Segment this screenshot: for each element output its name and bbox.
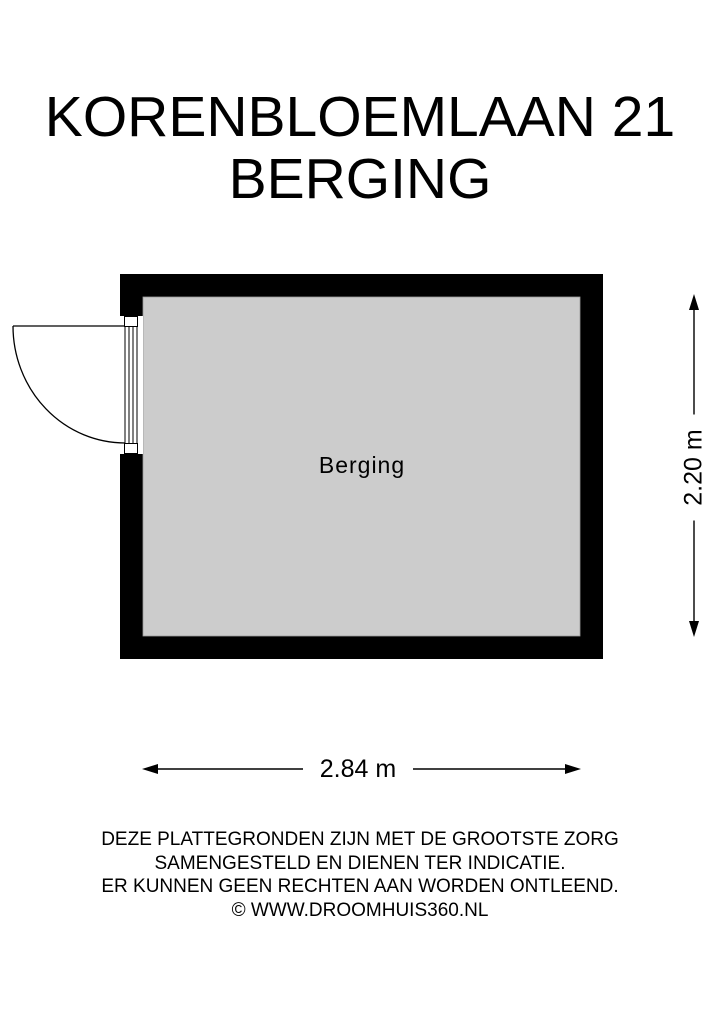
wall-right: [580, 274, 603, 659]
disclaimer-line: DEZE PLATTEGRONDEN ZIJN MET DE GROOTSTE …: [101, 829, 619, 850]
title-subtitle: BERGING: [228, 147, 492, 211]
wall-bottom: [120, 636, 603, 659]
wall-left-lower: [120, 454, 143, 659]
title-address: KORENBLOEMLAAN 21: [44, 85, 676, 149]
page-title: KORENBLOEMLAAN 21 BERGING: [0, 86, 720, 210]
room-label-berging: Berging: [318, 452, 406, 478]
wall-left-upper: [120, 274, 143, 316]
door-swing-icon: [12, 325, 126, 444]
door-opening: [120, 316, 143, 454]
room-floor-berging: [142, 296, 581, 637]
disclaimer-line: ER KUNNEN GEEN RECHTEN AAN WORDEN ONTLEE…: [101, 876, 619, 897]
wall-top: [120, 274, 603, 297]
disclaimer-line: SAMENGESTELD EN DIENEN TER INDICATIE.: [154, 852, 566, 874]
copyright-line: © WWW.DROOMHUIS360.NL: [231, 899, 489, 921]
dimension-width-label: 2.84 m: [303, 755, 413, 784]
dimension-depth-label: 2.20 m: [679, 414, 709, 521]
disclaimer: DEZE PLATTEGRONDEN ZIJN MET DE GROOTSTE …: [0, 828, 720, 922]
door-frame-bottom: [124, 443, 138, 454]
door-frame-top: [124, 316, 138, 327]
